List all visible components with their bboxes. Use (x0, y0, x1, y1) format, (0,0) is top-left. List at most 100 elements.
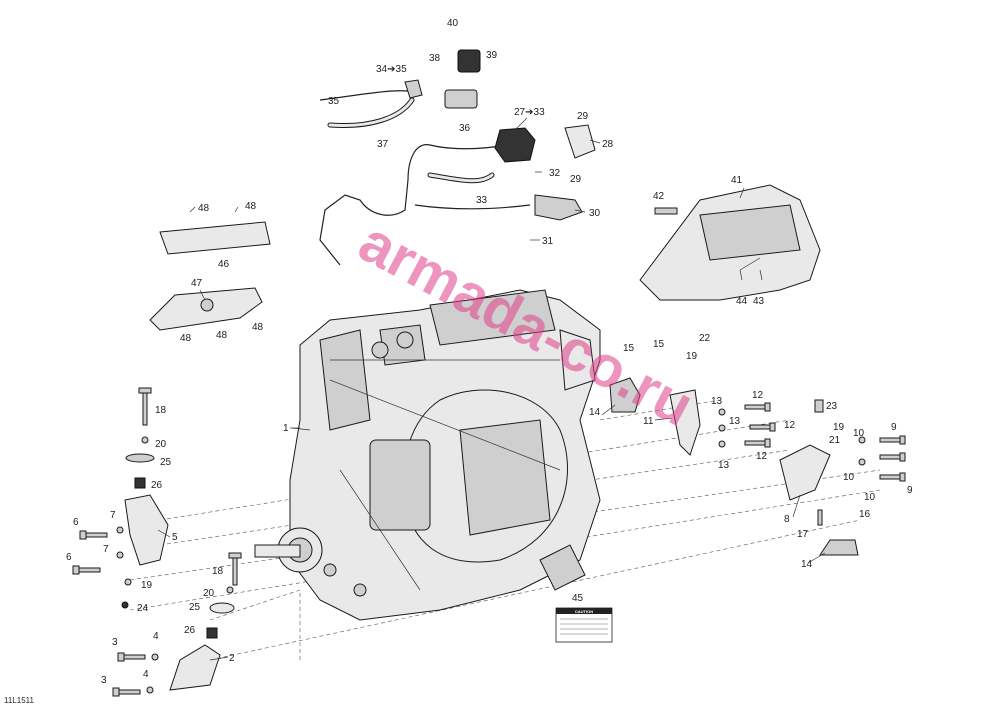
callout-25: 25 (160, 457, 172, 468)
callout-15: 15 (653, 339, 665, 350)
part-25-washer-bottom[interactable] (209, 602, 235, 614)
callout-10: 10 (853, 428, 865, 439)
callout-43: 43 (753, 296, 765, 307)
callout-19: 19 (141, 580, 153, 591)
callout-30: 30 (589, 208, 601, 219)
callout-48: 48 (252, 322, 264, 333)
callout-32: 32 (549, 168, 561, 179)
callout-13: 13 (711, 396, 723, 407)
callout-28: 28 (602, 139, 614, 150)
callout-25: 25 (189, 602, 201, 613)
figure-code: 11L1511 (4, 696, 35, 705)
callout-20: 20 (203, 588, 215, 599)
part-18-bolt-bottom[interactable] (228, 552, 242, 586)
callout-26: 26 (184, 625, 196, 636)
part-42-pin[interactable] (654, 207, 678, 215)
callout-11: 11 (643, 416, 654, 427)
part-46-heat-shield[interactable] (159, 221, 271, 255)
callout-1: 1 (283, 423, 289, 434)
callout-3: 3 (112, 637, 118, 648)
callout-29: 29 (577, 111, 589, 122)
callout-17: 17 (797, 529, 809, 540)
callout-35: 35 (328, 96, 340, 107)
callout-39: 39 (486, 50, 498, 61)
callout-23: 23 (826, 401, 838, 412)
callout-29: 29 (570, 174, 582, 185)
part-41-frame[interactable] (639, 184, 821, 301)
callout-9: 9 (891, 422, 897, 433)
part-5-mount-bracket[interactable] (124, 494, 169, 566)
part-2-mount-bracket[interactable] (169, 644, 221, 691)
callout-13: 13 (729, 416, 741, 427)
callout-47: 47 (191, 278, 203, 289)
part-47-heat-shield[interactable] (149, 287, 263, 331)
callout-4: 4 (153, 631, 159, 642)
callout-19: 19 (686, 351, 698, 362)
callout-12: 12 (756, 451, 768, 462)
callout-36: 36 (459, 123, 471, 134)
part-25-washer-top[interactable] (125, 453, 155, 463)
callout-48: 48 (245, 201, 257, 212)
part-30-lever[interactable] (534, 194, 583, 221)
callout-6: 6 (73, 517, 79, 528)
callout-6: 6 (66, 552, 72, 563)
callout-5: 5 (172, 532, 178, 543)
bolts-left[interactable] (72, 436, 234, 697)
callout-7: 7 (110, 510, 116, 521)
callout-14: 14 (801, 559, 813, 570)
callout-27-to-33: 27➔33 (514, 107, 545, 118)
callout-4: 4 (143, 669, 149, 680)
callout-16: 16 (859, 509, 871, 520)
callout-22: 22 (699, 333, 711, 344)
part-36-bracket[interactable] (444, 89, 478, 109)
callout-34-to-35: 34➔35 (376, 64, 407, 75)
callout-44: 44 (736, 296, 748, 307)
callout-41: 41 (731, 175, 743, 186)
callout-21: 21 (829, 435, 841, 446)
callout-48: 48 (180, 333, 192, 344)
callout-18: 18 (155, 405, 167, 416)
callout-15: 15 (623, 343, 635, 354)
part-28-bracket[interactable] (564, 124, 596, 159)
callout-13: 13 (718, 460, 730, 471)
bolts-right[interactable] (718, 399, 906, 526)
callout-40: 40 (447, 18, 459, 29)
callout-3: 3 (101, 675, 107, 686)
part-26-nut-top[interactable] (134, 477, 146, 489)
callout-38: 38 (429, 53, 441, 64)
callout-12: 12 (752, 390, 764, 401)
callout-48: 48 (198, 203, 210, 214)
callout-7: 7 (103, 544, 109, 555)
leader-lines (157, 56, 826, 661)
callout-24: 24 (137, 603, 149, 614)
callout-labels: 1 2 3 3 4 4 5 6 6 7 7 8 9 9 10 10 10 11 … (66, 18, 913, 686)
part-26-nut-bottom[interactable] (206, 627, 218, 639)
callout-33: 33 (476, 195, 488, 206)
part-14-engine-mount-bottom[interactable] (819, 539, 859, 556)
part-8-mount-bracket[interactable] (779, 444, 831, 501)
part-11-mount-bracket[interactable] (669, 389, 701, 456)
callout-45: 45 (572, 593, 584, 604)
engine-assembly[interactable] (254, 289, 601, 621)
callout-37: 37 (377, 139, 389, 150)
callout-26: 26 (151, 480, 163, 491)
callout-20: 20 (155, 439, 167, 450)
callout-18: 18 (212, 566, 224, 577)
caution-text: CAUTION (575, 609, 593, 614)
caution-label: CAUTION (555, 607, 613, 643)
callout-10: 10 (843, 472, 855, 483)
callout-2: 2 (229, 653, 235, 664)
callout-9: 9 (907, 485, 913, 496)
part-39-connector[interactable] (457, 49, 481, 73)
part-35-sensor[interactable] (404, 79, 423, 99)
callout-19: 19 (833, 422, 845, 433)
callout-31: 31 (542, 236, 554, 247)
hoses-and-wiring (319, 90, 531, 266)
callout-8: 8 (784, 514, 790, 525)
callout-12: 12 (784, 420, 796, 431)
callout-48: 48 (216, 330, 228, 341)
callout-46: 46 (218, 259, 230, 270)
part-27-throttle-body[interactable] (494, 127, 536, 163)
part-18-bolt-top[interactable] (138, 387, 152, 426)
